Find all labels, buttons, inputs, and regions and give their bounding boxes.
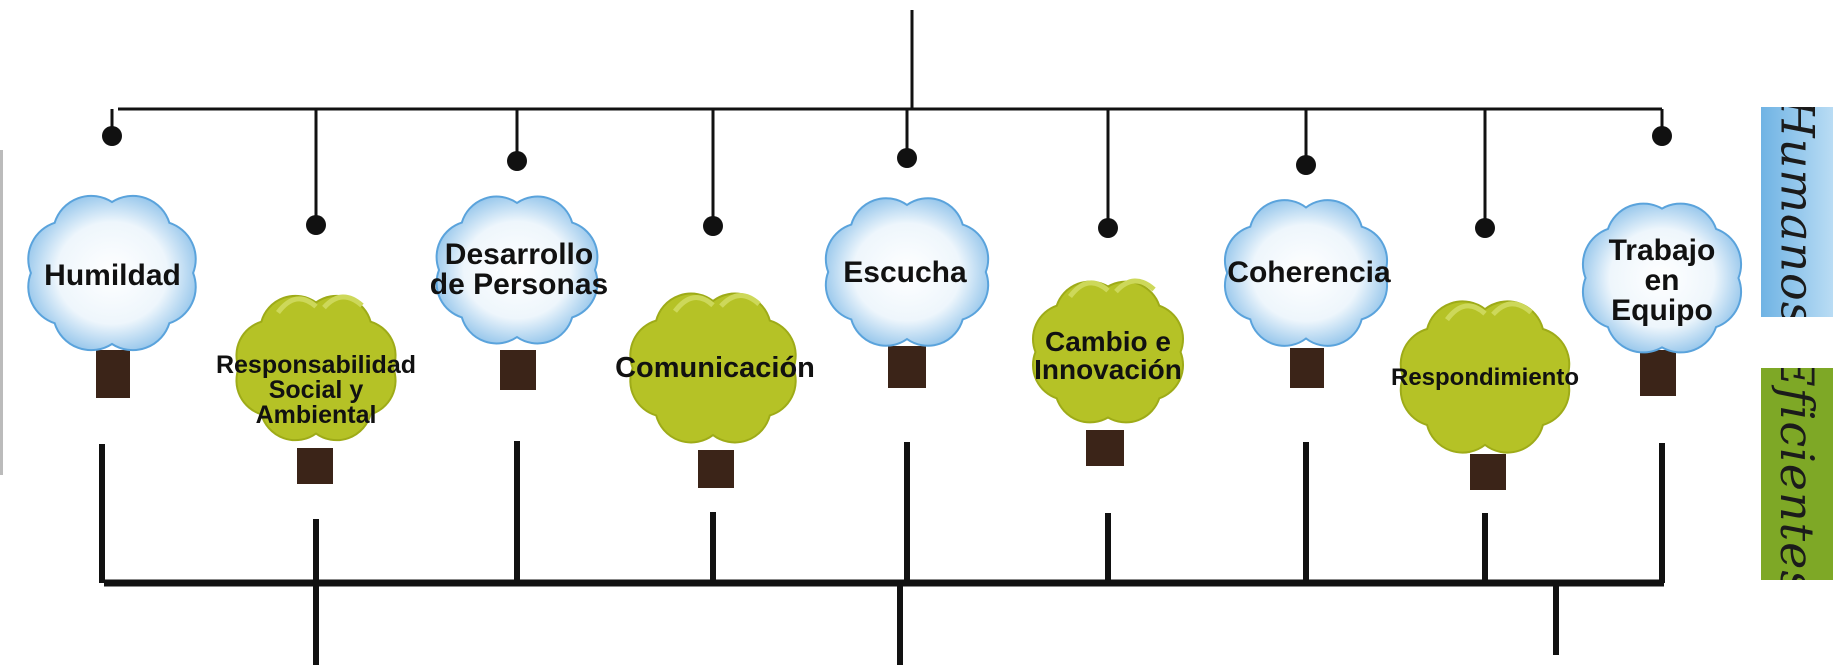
tree-label-desarrollo: Desarrollo de Personas	[429, 238, 609, 301]
tree-trunk	[297, 448, 333, 484]
tab-eficientes-label: Eficientes	[1770, 368, 1824, 580]
tree-humildad	[27, 109, 197, 398]
tree-crown-highlight	[1068, 280, 1110, 299]
tree-trabajo	[1581, 109, 1743, 396]
tree-crown-bush	[235, 294, 397, 442]
tree-label-cambio: Cambio e Innovación	[1034, 326, 1182, 385]
tree-trunk	[1640, 350, 1676, 396]
tree-crown-cloud	[1223, 199, 1389, 347]
tree-crown-highlight	[276, 296, 318, 315]
tree-pin-dot	[1296, 155, 1316, 175]
tree-trunk	[96, 350, 130, 398]
tree-label-comunicacion: Comunicación	[615, 351, 815, 384]
tree-pin-dot	[897, 148, 917, 168]
tree-pin-dot	[703, 216, 723, 236]
tree-crown-cloud	[824, 197, 990, 347]
tree-trunk	[1290, 348, 1324, 388]
tree-responsabilidad	[235, 109, 397, 484]
tab-humanos-label: Humanos	[1770, 107, 1824, 317]
tree-crown-bush	[629, 292, 797, 444]
tree-pin-dot	[1652, 126, 1672, 146]
tree-crown-cloud	[435, 195, 599, 345]
tree-pin-dot	[306, 215, 326, 235]
tree-trunk	[698, 450, 734, 488]
tree-pin-dot	[102, 126, 122, 146]
tree-label-escucha: Escucha	[843, 256, 967, 289]
tree-trunk	[1470, 454, 1506, 490]
trees-group	[27, 109, 1743, 490]
tree-crown-highlight	[1114, 278, 1156, 294]
tree-label-respondimiento: Respondimiento	[1390, 364, 1579, 391]
tree-trunk	[500, 350, 536, 390]
tree-cambio	[1031, 109, 1185, 466]
tree-crown-cloud	[1581, 202, 1743, 354]
tree-crown-bush	[1399, 300, 1571, 454]
tree-crown-cloud	[27, 194, 197, 352]
tree-coherencia	[1223, 109, 1389, 388]
tab-eficientes: Eficientes	[1761, 368, 1833, 580]
connector-lines	[99, 10, 1665, 665]
tree-desarrollo	[435, 109, 599, 390]
tree-respondimiento	[1399, 109, 1571, 490]
tree-pin-dot	[1098, 218, 1118, 238]
tree-label-responsabilidad: Responsabilidad Social y Ambiental	[215, 350, 417, 429]
tree-label-trabajo: Trabajo en Equipo	[1608, 234, 1716, 327]
tree-label-coherencia: Coherencia	[1227, 256, 1391, 289]
tree-label-humildad: Humildad	[44, 259, 181, 292]
left-edge-bar	[0, 150, 3, 475]
tree-crown-highlight	[1445, 303, 1487, 322]
tree-crown-highlight	[1491, 301, 1533, 317]
tree-escucha	[824, 109, 990, 388]
tree-comunicacion	[629, 109, 797, 488]
tree-trunk	[1086, 430, 1124, 466]
tab-humanos: Humanos	[1761, 107, 1833, 317]
tree-crown-bush	[1031, 280, 1185, 424]
tree-crown-highlight	[673, 295, 715, 313]
tree-crown-highlight	[322, 294, 364, 310]
tree-pin-dot	[507, 151, 527, 171]
tree-crown-highlight	[719, 293, 761, 308]
tree-pin-dot	[1475, 218, 1495, 238]
tree-trunk	[888, 346, 926, 388]
